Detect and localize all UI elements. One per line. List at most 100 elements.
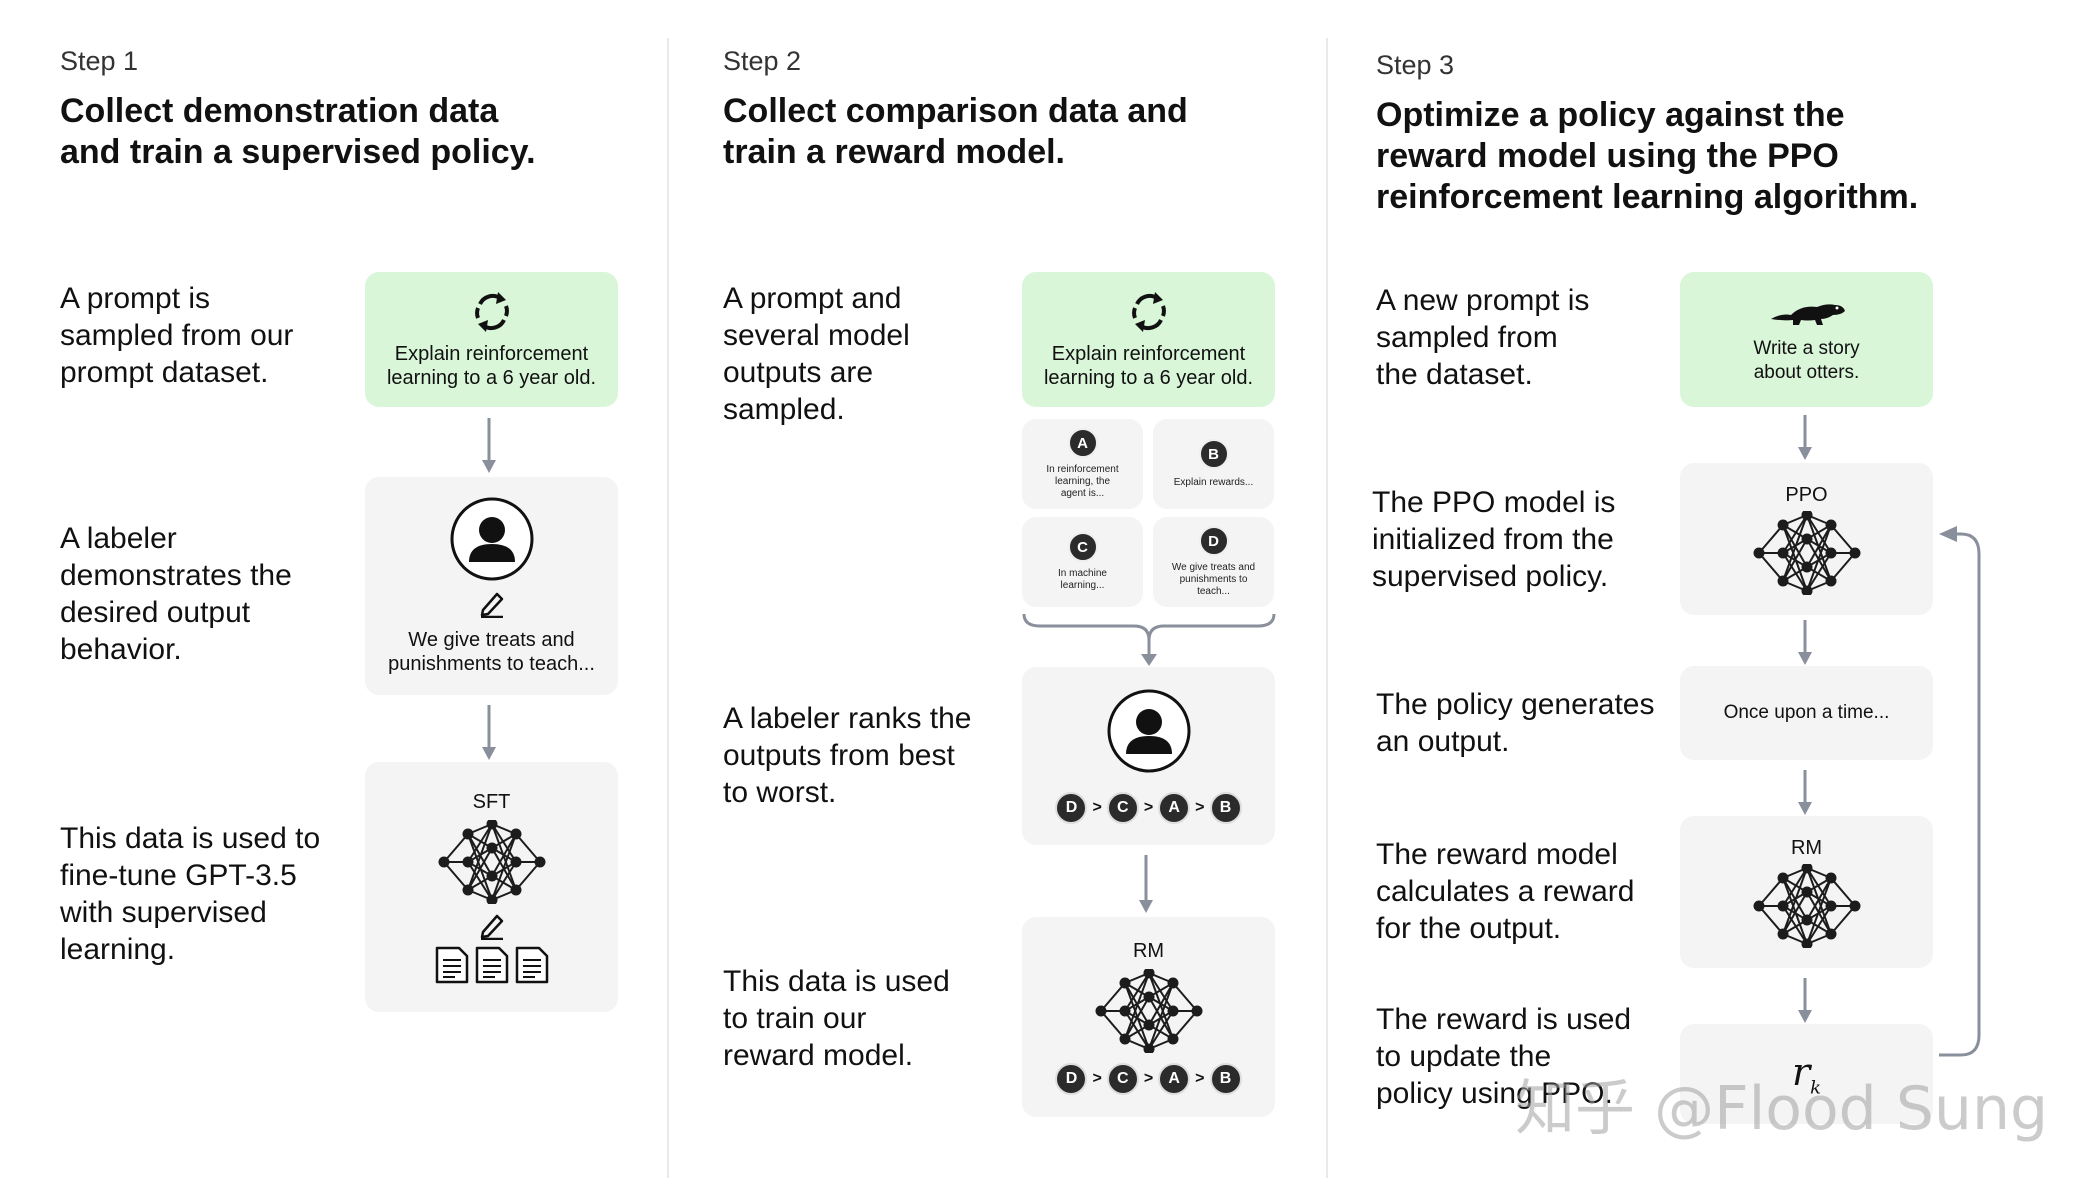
network-edge [1123,1009,1150,1050]
prompt-line: about otters. [1753,361,1860,383]
network-edge [1805,877,1832,944]
step3-rm-box: RM [1680,816,1933,968]
network-node [1801,533,1812,544]
reward-symbol: r [1791,1049,1811,1094]
network-node [1167,1005,1178,1016]
network-node [1753,900,1764,911]
network-edge [490,860,517,901]
step1-demo-box: We give treats and punishments to teach.… [365,477,618,695]
step3-title: Optimize a policy against the reward mod… [1376,95,1918,218]
rank-gt: > [1092,1069,1102,1087]
network-node [1753,547,1764,558]
desc-line: sampled from [1376,321,1558,354]
desc-line: desired output [60,596,251,629]
rank-gt: > [1143,799,1154,816]
network-edge [442,860,469,891]
desc-line: prompt dataset. [60,356,269,389]
step1-title-line2: and train a supervised policy. [60,133,536,171]
step2-desc-sampled: A prompt and several model outputs are s… [723,280,910,428]
network-edge [1147,1009,1174,1050]
network-node [1143,1019,1154,1030]
network-edge [1171,981,1198,1012]
network-node [486,894,497,904]
network-node [1825,900,1836,911]
desc-line: demonstrates the [60,559,292,592]
network-node [1777,575,1788,586]
refresh-icon [470,290,514,334]
rank-a: A [1158,1062,1191,1095]
network-edge [1147,982,1174,1049]
policy-output-text: Once upon a time... [1723,702,1890,723]
network-node [1167,1033,1178,1044]
desc-line: several model [723,319,910,352]
network-node [1777,547,1788,558]
output-card-c: C In machine learning... [1022,517,1143,607]
output-text: learning, the [1054,476,1111,487]
reward-value: rk [1792,1050,1821,1099]
step1-label: Step 1 [60,46,139,76]
desc-line: A labeler ranks the [723,702,972,735]
step3-title-line2: reward model using the PPO [1376,137,1839,175]
network-node [1801,886,1812,897]
network-node [1167,977,1178,988]
desc-line: The PPO model is [1372,486,1616,519]
desc-line: for the output. [1376,912,1562,945]
network-edge [1805,513,1832,554]
network-edge [1147,982,1174,1025]
step1-desc-labeler: A labeler demonstrates the desired outpu… [60,520,292,668]
step3-title-line3: reinforcement learning algorithm. [1376,178,1919,216]
step3-desc-prompt: A new prompt is sampled from the dataset… [1376,282,1589,393]
network-node [1095,1005,1106,1016]
network-node [1801,863,1812,873]
network-edge [1805,877,1832,920]
rank-gt: > [1195,1069,1205,1087]
step2-prompt-box: Explain reinforcement learning to a 6 ye… [1022,272,1275,407]
network-edge [1829,551,1856,582]
step1-desc-finetune: This data is used to fine-tune GPT-3.5 w… [60,820,320,968]
output-text: agent is... [1060,488,1105,499]
step3-reward-box: rk [1680,1024,1933,1124]
down-arrow [481,418,497,473]
step3-title-line1: Optimize a policy against the [1376,96,1845,134]
prompt-line: Explain reinforcement [394,342,589,365]
network-edge [466,822,493,863]
network-node [1825,547,1836,558]
step3-prompt-box: Write a story about otters. [1680,272,1933,407]
network-node [486,870,497,881]
pencil-icon [479,590,505,618]
sft-label: SFT [472,790,511,813]
network-node [1801,914,1812,925]
rank-b: B [1209,792,1242,824]
output-text: teach... [1197,586,1230,597]
network-node [510,884,521,895]
step2-desc-train: This data is used to train our reward mo… [723,963,950,1074]
desc-line: behavior. [60,633,182,666]
network-edge [1829,876,1856,907]
network-node [1119,1033,1130,1044]
rank-b: B [1209,1062,1242,1095]
output-letter-c: C [1067,532,1098,562]
network-edge [1781,866,1808,907]
prompt-line: learning to a 6 year old. [1043,366,1254,389]
step2-rank-box: D > C > A > B [1022,667,1275,845]
network-edge [1099,1009,1126,1040]
neural-net-icon [1095,968,1203,1053]
step1-title-line1: Collect demonstration data [60,92,499,130]
step3-desc-update: The reward is used to update the policy … [1376,1001,1631,1112]
desc-line: learning. [60,933,176,966]
rank-c: C [1106,792,1139,824]
desc-line: The reward is used [1376,1003,1632,1036]
ranking-row: D > C > A > B [1055,792,1242,824]
rank-gt: > [1195,799,1205,816]
desc-line: to worst. [723,776,837,809]
network-edge [1171,1009,1198,1040]
network-edge [1781,891,1808,934]
neural-net-icon [1753,510,1861,595]
network-edge [1829,904,1856,935]
desc-line: This data is used to [60,822,321,855]
desc-line: to train our [723,1002,867,1035]
prompt-line: Write a story [1753,337,1860,359]
network-edge [490,822,517,863]
network-node [462,884,473,895]
network-node [462,856,473,867]
